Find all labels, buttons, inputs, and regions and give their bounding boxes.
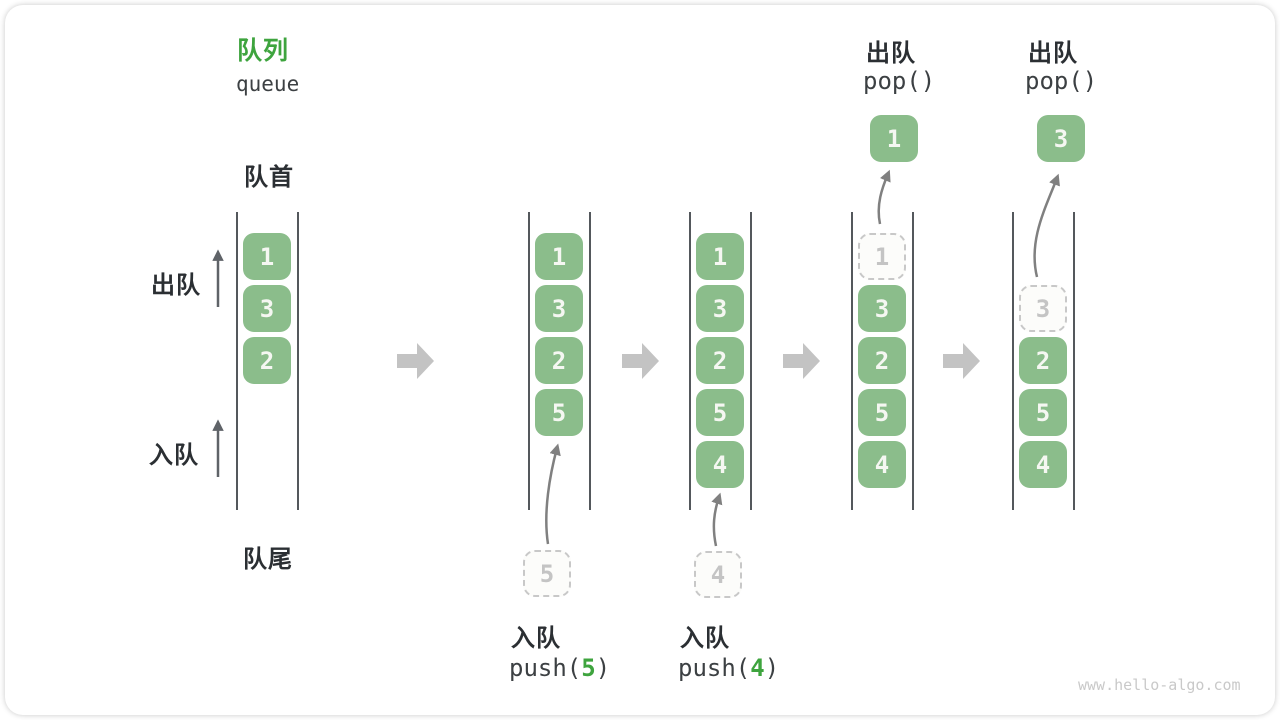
queue-element: 2 xyxy=(858,337,906,384)
code-pop-1: pop() xyxy=(863,67,936,95)
queue-element: 1 xyxy=(243,233,291,280)
diagram-title-zh: 队列 xyxy=(237,37,290,65)
queue-wall-left xyxy=(689,212,691,510)
incoming-element-ghost: 4 xyxy=(694,551,742,598)
queue-element: 4 xyxy=(696,441,744,488)
watermark: www.hello-algo.com xyxy=(1078,676,1241,694)
label-dequeue-op-2: 出队 xyxy=(1028,40,1078,67)
label-enqueue-direction: 入队 xyxy=(149,442,199,469)
diagram-card xyxy=(5,5,1275,715)
queue-element: 5 xyxy=(535,389,583,436)
code-push-5: push(5) xyxy=(509,654,610,682)
queue-wall-right xyxy=(1073,212,1075,510)
queue-element: 5 xyxy=(1019,389,1067,436)
code-pop-2: pop() xyxy=(1025,67,1098,95)
code-push-4-post: ) xyxy=(764,654,780,682)
queue-element: 1 xyxy=(696,233,744,280)
queue-wall-left xyxy=(528,212,530,510)
diagram-title-en: queue xyxy=(236,72,300,96)
code-push-4-pre: push( xyxy=(678,654,751,682)
queue-element: 3 xyxy=(696,285,744,332)
queue-element: 3 xyxy=(243,285,291,332)
removed-element-ghost: 3 xyxy=(1019,285,1067,332)
label-queue-rear: 队尾 xyxy=(243,546,293,573)
queue-wall-right xyxy=(912,212,914,510)
queue-element: 4 xyxy=(858,441,906,488)
code-push-5-post: ) xyxy=(595,654,611,682)
queue-element: 2 xyxy=(243,337,291,384)
queue-element: 1 xyxy=(535,233,583,280)
incoming-element-ghost: 5 xyxy=(523,550,571,597)
code-push-5-arg: 5 xyxy=(581,654,596,682)
queue-element: 2 xyxy=(535,337,583,384)
label-enqueue-op-1: 入队 xyxy=(511,625,561,652)
code-push-4-arg: 4 xyxy=(750,654,765,682)
queue-element: 3 xyxy=(535,285,583,332)
popped-element: 3 xyxy=(1037,115,1085,162)
queue-element: 2 xyxy=(696,337,744,384)
queue-wall-left xyxy=(1012,212,1014,510)
queue-wall-right xyxy=(589,212,591,510)
label-dequeue-op-1: 出队 xyxy=(866,40,916,67)
queue-wall-left xyxy=(851,212,853,510)
queue-element: 3 xyxy=(858,285,906,332)
queue-element: 2 xyxy=(1019,337,1067,384)
queue-wall-left xyxy=(236,212,238,510)
label-enqueue-op-2: 入队 xyxy=(680,625,730,652)
queue-wall-right xyxy=(297,212,299,510)
code-push-5-pre: push( xyxy=(509,654,582,682)
label-queue-front: 队首 xyxy=(244,164,294,191)
queue-element: 5 xyxy=(696,389,744,436)
code-push-4: push(4) xyxy=(678,654,779,682)
removed-element-ghost: 1 xyxy=(858,233,906,280)
queue-element: 4 xyxy=(1019,441,1067,488)
queue-wall-right xyxy=(750,212,752,510)
label-dequeue-direction: 出队 xyxy=(151,272,201,299)
queue-element: 5 xyxy=(858,389,906,436)
popped-element: 1 xyxy=(870,115,918,162)
